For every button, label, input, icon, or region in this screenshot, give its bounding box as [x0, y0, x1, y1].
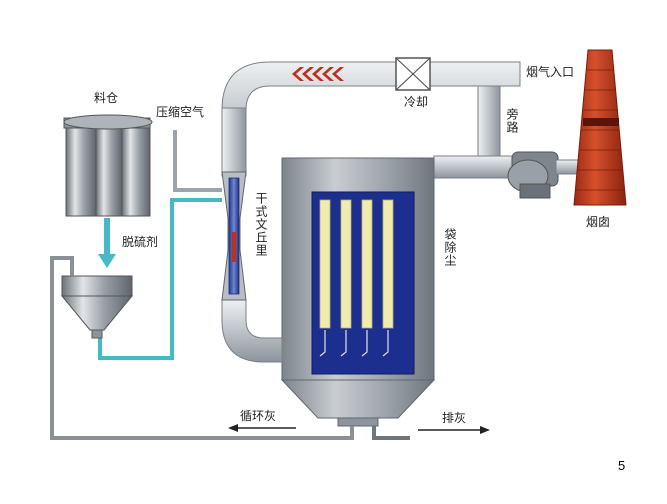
desulfurizer-arrow	[98, 218, 116, 268]
venturi-outlet-duct	[221, 299, 283, 363]
feed-hopper	[60, 275, 134, 339]
chimney	[573, 49, 627, 206]
filter-bags	[319, 199, 394, 329]
cooler-box	[395, 57, 431, 91]
label-flue-inlet: 烟气入口	[526, 65, 575, 79]
bag-cages	[319, 330, 389, 357]
dry-venturi	[221, 171, 247, 301]
compressed-air-pipe	[173, 130, 222, 192]
discharge-ash-pipe	[372, 426, 410, 440]
label-recycle-ash: 循环灰	[240, 409, 277, 423]
recycle-ash-pipe	[50, 256, 354, 440]
label-silo: 料仓	[94, 91, 119, 105]
label-compressed-air: 压缩空气	[156, 105, 205, 119]
page-number: 5	[618, 458, 626, 473]
label-cooling: 冷却	[404, 95, 429, 109]
label-dry-venturi: 干式文丘里	[254, 192, 268, 257]
desulfurizer-feed-pipe	[98, 198, 222, 360]
label-baghouse: 袋除尘	[443, 228, 457, 267]
label-bypass: 旁路	[505, 108, 519, 134]
recycle-arrow	[228, 424, 296, 432]
discharge-arrow	[418, 426, 490, 434]
baghouse	[280, 157, 436, 427]
label-chimney: 烟囱	[586, 215, 611, 229]
flow-arrows	[292, 67, 344, 81]
label-desulfurizer: 脱硫剂	[122, 235, 159, 249]
bypass-pipe	[477, 85, 501, 163]
silo	[63, 114, 153, 217]
label-discharge-ash: 排灰	[442, 411, 467, 425]
flue-duct	[221, 61, 521, 177]
